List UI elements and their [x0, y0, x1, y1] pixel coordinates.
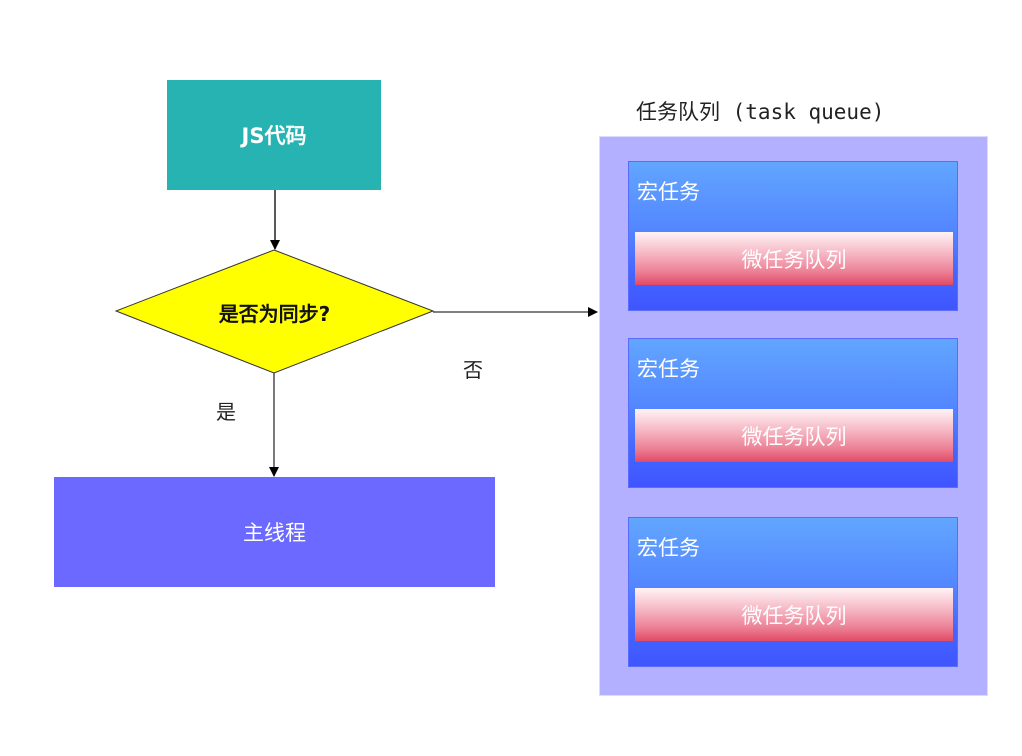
macro-task: 宏任务 微任务队列	[628, 338, 958, 488]
decision-label: 是否为同步?	[218, 301, 331, 326]
micro-task-queue-label: 微任务队列	[741, 247, 847, 272]
macro-task: 宏任务 微任务队列	[628, 161, 958, 311]
macro-task-label: 宏任务	[637, 536, 700, 560]
macro-task-label: 宏任务	[637, 180, 700, 204]
decision-node-label-wrap: 是否为同步?	[116, 296, 433, 328]
task-queue-title: 任务队列 (task queue)	[636, 100, 885, 124]
macro-task-label: 宏任务	[637, 357, 700, 381]
micro-task-queue: 微任务队列	[635, 232, 953, 285]
js-code-label: JS代码	[241, 124, 307, 148]
macro-task: 宏任务 微任务队列	[628, 517, 958, 667]
no-edge-label: 否	[463, 358, 483, 382]
micro-task-queue: 微任务队列	[635, 588, 953, 641]
main-thread-label: 主线程	[243, 521, 306, 545]
js-code-node: JS代码	[167, 80, 381, 190]
micro-task-queue-label: 微任务队列	[741, 424, 847, 449]
micro-task-queue: 微任务队列	[635, 409, 953, 462]
yes-edge-label: 是	[216, 400, 236, 424]
micro-task-queue-label: 微任务队列	[741, 603, 847, 628]
main-thread-node: 主线程	[54, 477, 495, 587]
